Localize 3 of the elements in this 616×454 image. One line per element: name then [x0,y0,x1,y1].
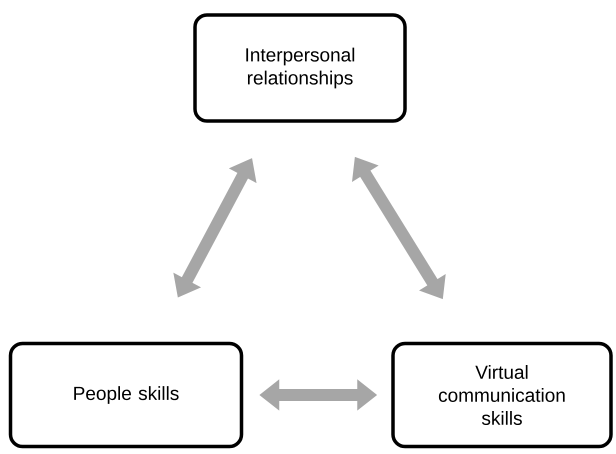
process-box: Interpersonal relationships [193,13,407,123]
process-box: People skills [8,342,244,448]
process-box: Virtual communication skills [391,342,613,448]
